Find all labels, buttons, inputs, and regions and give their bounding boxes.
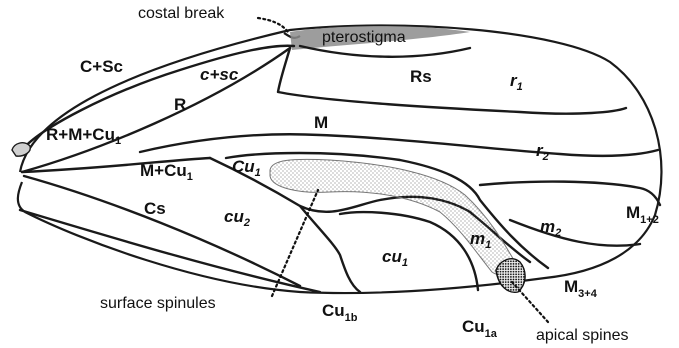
label-m3-4: M3+4 <box>564 277 598 300</box>
apical-spines-region <box>496 259 525 293</box>
label-c-sc-cell: c+sc <box>200 65 239 84</box>
basal-knob <box>12 143 30 156</box>
label-pterostigma: pterostigma <box>322 29 406 46</box>
annotation-surface-spinules: surface spinules <box>100 295 216 312</box>
vein-cu1b <box>20 210 320 292</box>
label-r-m-cu1: R+M+Cu1 <box>46 125 121 147</box>
label-rs: Rs <box>410 67 432 86</box>
leader-costal-break <box>258 18 288 32</box>
vein-r <box>22 48 290 172</box>
vein-m1-2 <box>480 182 660 205</box>
leader-surface-spinules <box>272 190 318 296</box>
label-cu2-cell: cu2 <box>224 207 250 229</box>
leader-apical-spines <box>512 282 548 322</box>
label-cu1: Cu1 <box>232 157 261 179</box>
label-c-sc: C+Sc <box>80 57 123 76</box>
label-cs: Cs <box>144 199 166 218</box>
label-r1: r1 <box>510 71 523 93</box>
vein-rs <box>278 48 626 114</box>
vein-r-upper <box>300 46 470 57</box>
vein-cu1a <box>300 206 360 292</box>
annotation-costal-break: costal break <box>138 5 225 22</box>
vein-m <box>140 134 658 156</box>
label-cu1-cell: cu1 <box>382 247 408 269</box>
label-r2: r2 <box>536 141 549 163</box>
label-cu1b: Cu1b <box>322 301 358 324</box>
label-m-cu1: M+Cu1 <box>140 161 193 183</box>
label-m: M <box>314 113 328 132</box>
label-r: R <box>174 95 186 114</box>
vein-m3-4 <box>510 220 640 246</box>
annotation-apical-spines: apical spines <box>536 327 629 344</box>
label-cu1a: Cu1a <box>462 317 498 340</box>
label-m1-2: M1+2 <box>626 203 659 226</box>
label-m2-cell: m2 <box>540 217 561 239</box>
